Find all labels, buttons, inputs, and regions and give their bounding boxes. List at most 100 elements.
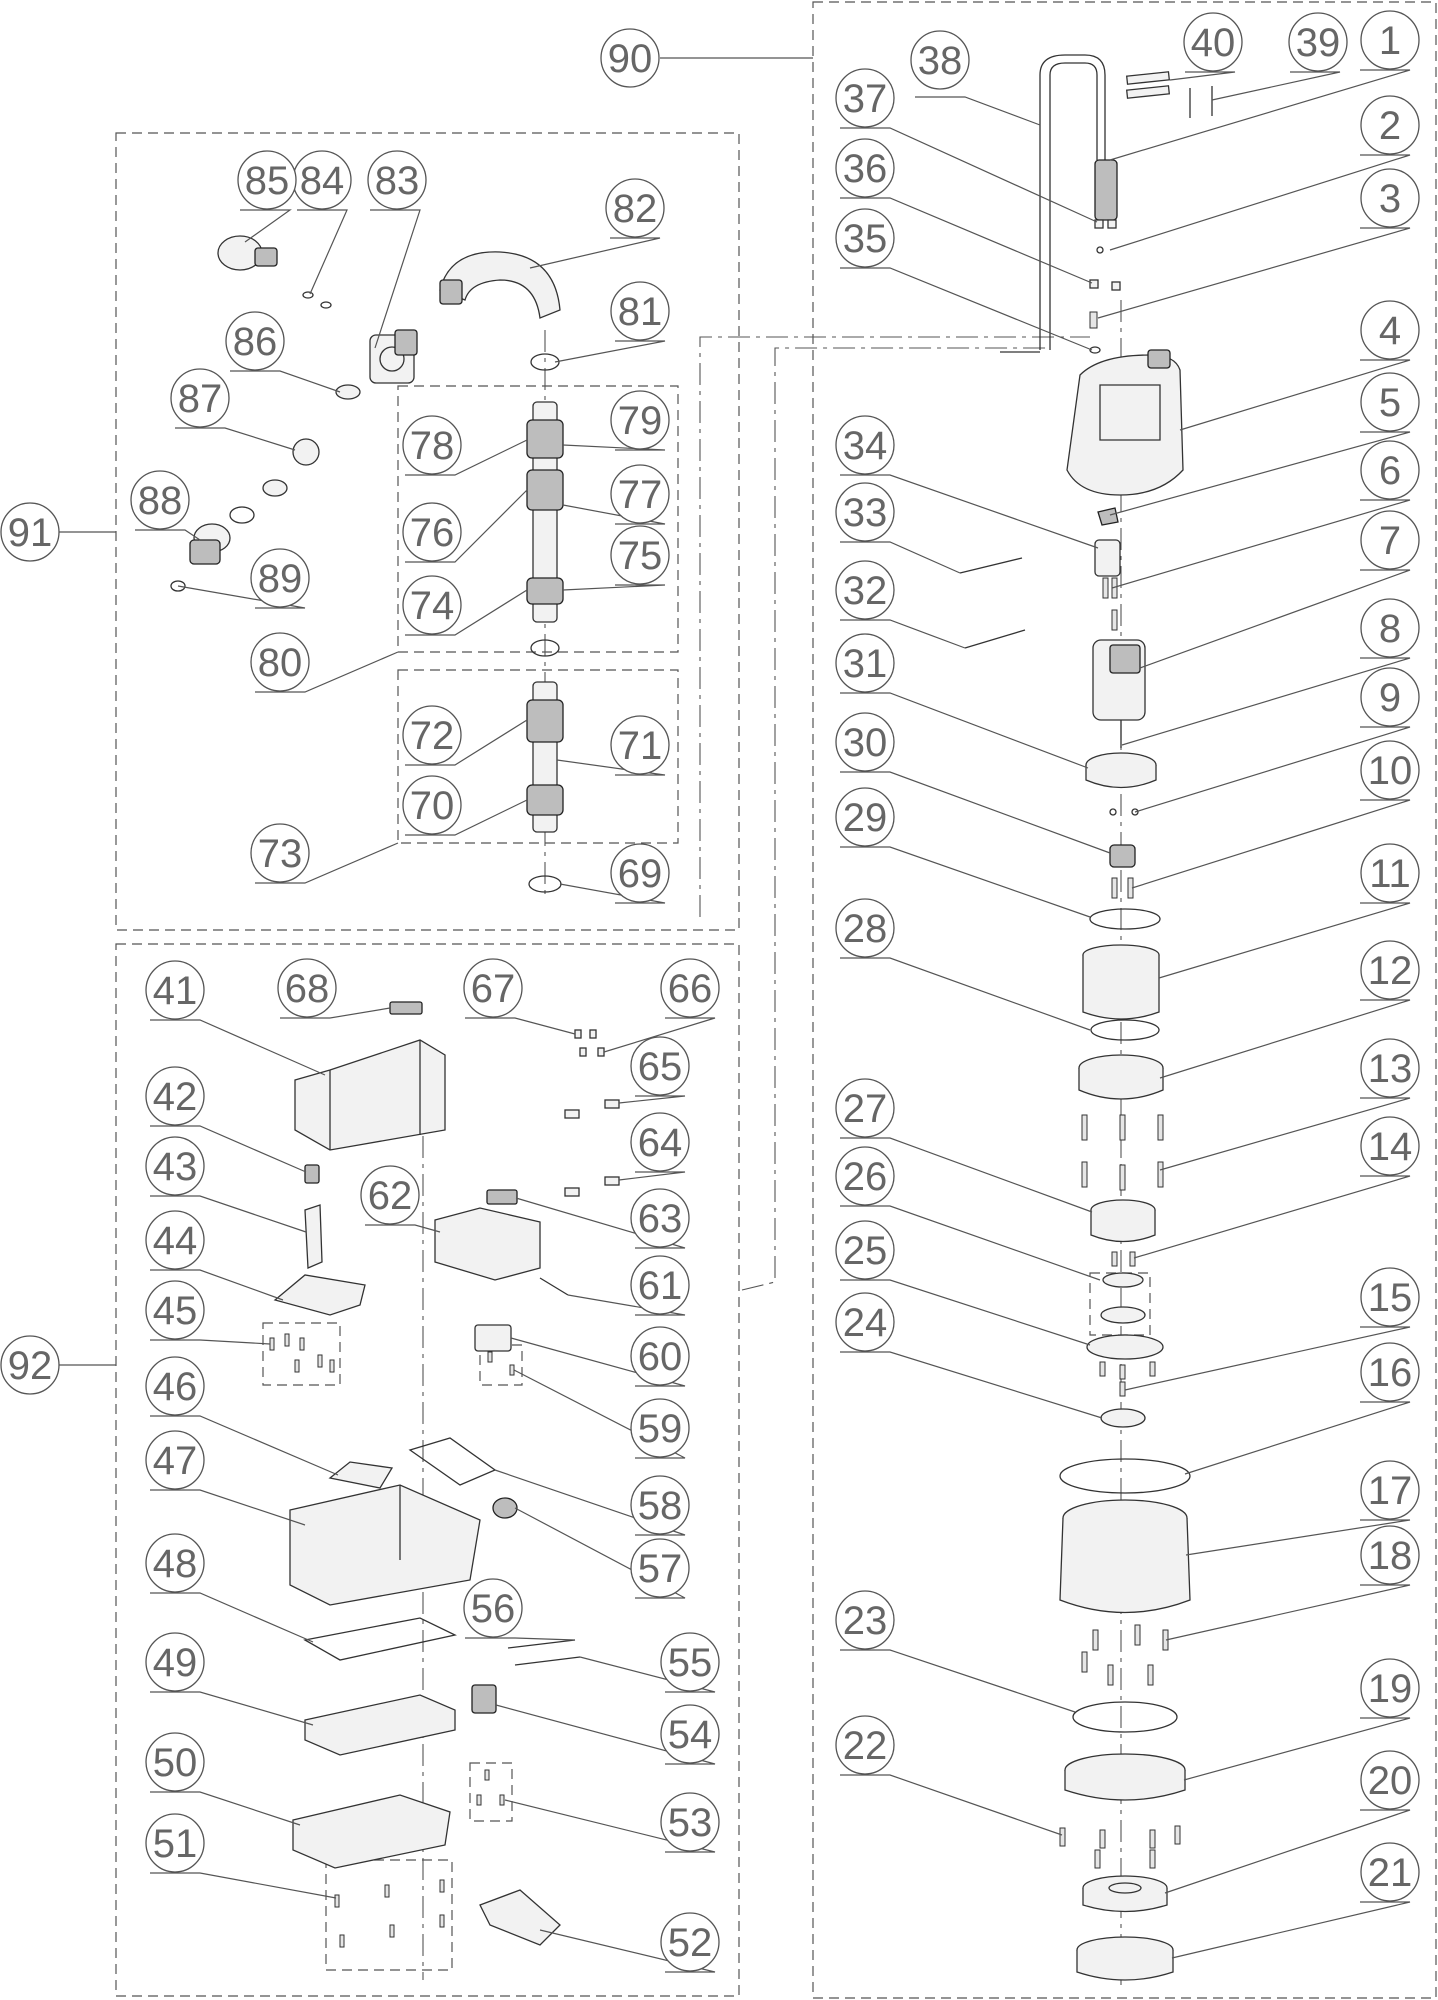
callout-label-10: 10 (1368, 749, 1413, 793)
part-9-ring (1131, 808, 1139, 816)
part-48-gasket (303, 1617, 457, 1661)
callout-86: 86 (225, 311, 341, 393)
part-35-oring (1089, 346, 1101, 354)
callout-circle-17 (1360, 1460, 1420, 1520)
callout-label-92: 92 (8, 1344, 53, 1388)
part-89-oring (170, 580, 186, 592)
part-oring-mid (530, 639, 560, 657)
callout-circle-12 (1360, 940, 1420, 1000)
callout-label-3: 3 (1379, 177, 1401, 221)
callout-circle-47 (145, 1430, 205, 1490)
callout-circle-85 (237, 150, 297, 210)
part-7-motor (1092, 639, 1146, 721)
part-21-base (1076, 1936, 1174, 1981)
callout-label-70: 70 (410, 784, 455, 828)
callout-leader-40 (1169, 71, 1236, 81)
callout-circle-24 (835, 1292, 895, 1352)
callout-circle-58 (630, 1475, 690, 1535)
callout-label-65: 65 (638, 1045, 683, 1089)
callout-7: 7 (1139, 510, 1420, 669)
callout-circle-39 (1288, 12, 1348, 72)
part-20-filter (1082, 1875, 1168, 1913)
callout-56: 56 (463, 1578, 576, 1641)
callout-leader-73 (255, 842, 399, 884)
part-87b-washer (262, 479, 288, 497)
callout-circle-72 (402, 705, 462, 765)
callout-leader-52 (539, 1929, 716, 1973)
part-6-screws (1102, 577, 1118, 631)
callout-circle-73 (250, 823, 310, 883)
part-66-67-tabs (574, 1029, 605, 1057)
callout-label-45: 45 (153, 1289, 198, 1333)
part-13-screws (1081, 1114, 1164, 1191)
callout-leader-21 (1171, 1901, 1411, 1959)
callout-leader-19 (1183, 1717, 1411, 1781)
callout-leader-35 (840, 267, 1093, 351)
callout-13: 13 (1159, 1038, 1420, 1171)
callout-circle-61 (630, 1255, 690, 1315)
callouts: 1234567891011121314151617181920212223242… (0, 10, 1420, 1973)
callout-leader-20 (1164, 1809, 1411, 1894)
callout-label-13: 13 (1368, 1047, 1413, 1091)
callout-28: 28 (835, 898, 1091, 1031)
callout-leader-61 (567, 1294, 686, 1316)
callout-circle-35 (835, 208, 895, 268)
callout-leader-47 (150, 1489, 306, 1526)
callout-circle-5 (1360, 372, 1420, 432)
callout-leader-59 (513, 1369, 686, 1459)
callout-label-7: 7 (1379, 519, 1401, 563)
callout-circle-89 (250, 548, 310, 608)
part-51-screws (334, 1879, 445, 1948)
callout-label-31: 31 (843, 642, 888, 686)
callout-circle-64 (630, 1112, 690, 1172)
callout-label-35: 35 (843, 217, 888, 261)
part-88-adapter (189, 523, 231, 565)
part-82-spout (439, 251, 561, 319)
part-22-screws (1059, 1825, 1181, 1869)
part-50-bottom-plate (292, 1794, 451, 1869)
callout-90: 90 (600, 28, 813, 88)
callout-2: 2 (1109, 95, 1420, 251)
callout-circle-7 (1360, 510, 1420, 570)
callout-leader-16 (1184, 1401, 1411, 1475)
callout-10: 10 (1131, 740, 1420, 889)
callout-leader-54 (495, 1704, 716, 1765)
callout-9: 9 (1134, 667, 1420, 813)
callout-label-81: 81 (618, 290, 663, 334)
part-46-plate (328, 1461, 394, 1489)
callout-leader-70 (405, 799, 528, 836)
part-38-cable (1039, 54, 1106, 350)
callout-45: 45 (145, 1280, 271, 1345)
part-26-impeller (1100, 1272, 1146, 1324)
part-41-cover (294, 1039, 446, 1151)
callout-64: 64 (618, 1112, 690, 1181)
callout-leader-29 (840, 846, 1091, 918)
callout-54: 54 (495, 1704, 720, 1765)
callout-label-64: 64 (638, 1121, 683, 1165)
callout-circle-9 (1360, 667, 1420, 727)
callout-leader-63 (515, 1197, 686, 1249)
callout-72: 72 (402, 705, 528, 766)
part-12-flange (1078, 1054, 1164, 1100)
part-19-base-flange (1064, 1753, 1186, 1801)
part-14-screws (1111, 1251, 1136, 1267)
callout-leader-78 (405, 439, 528, 476)
callout-label-44: 44 (153, 1219, 198, 1263)
callout-circle-13 (1360, 1038, 1420, 1098)
part-33-rod (959, 557, 1023, 574)
callout-label-73: 73 (258, 832, 303, 876)
callout-68: 68 (277, 958, 391, 1019)
callout-leader-46 (150, 1415, 339, 1476)
callout-label-50: 50 (153, 1741, 198, 1785)
callout-22: 22 (835, 1715, 1063, 1836)
callout-circle-70 (402, 775, 462, 835)
callout-circle-57 (630, 1538, 690, 1598)
callout-leader-55 (579, 1656, 716, 1693)
callout-label-66: 66 (668, 967, 713, 1011)
callout-label-82: 82 (613, 187, 658, 231)
callout-leader-74 (405, 589, 528, 636)
part-71-73-hose-section (526, 681, 564, 833)
callout-leader-76 (405, 489, 528, 563)
callout-leader-75 (562, 584, 666, 591)
